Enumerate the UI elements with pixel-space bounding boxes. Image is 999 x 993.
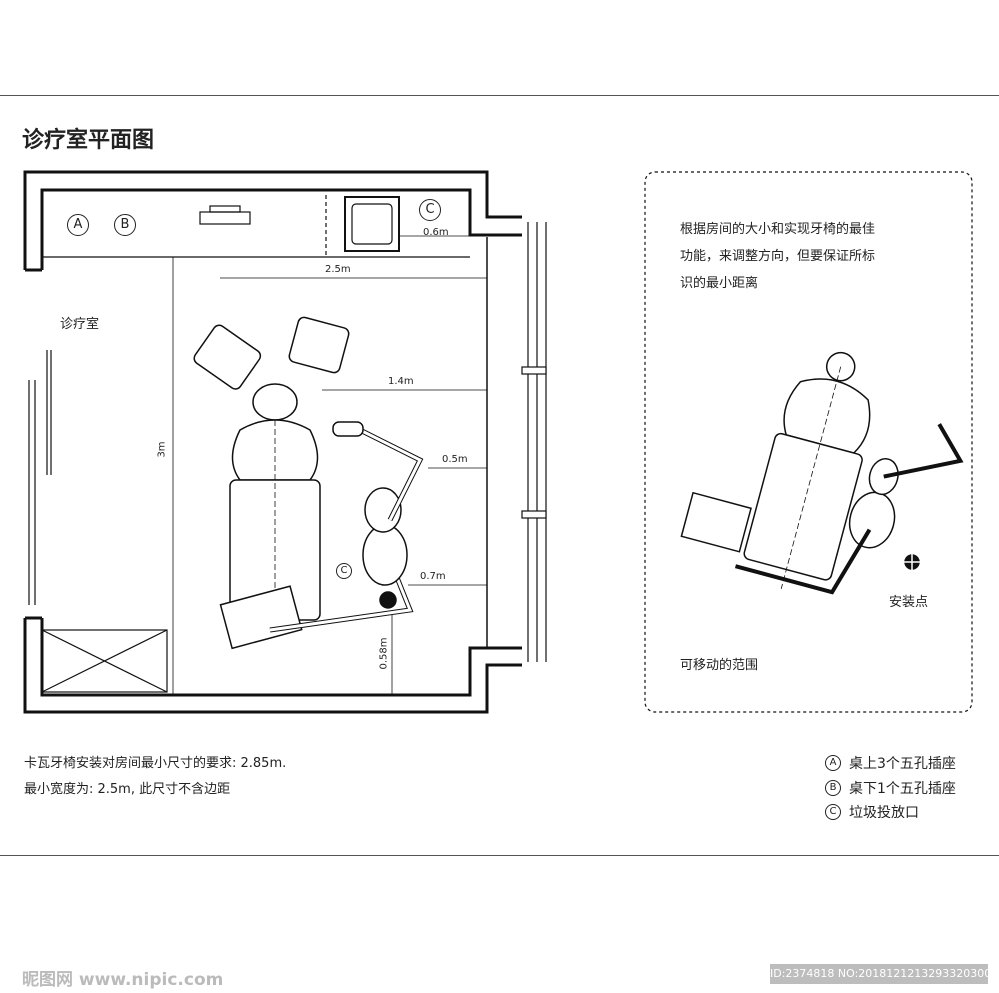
legend-item-c: C 垃圾投放口 [825,800,956,824]
marker-c-trash: C [336,563,352,579]
note-min-size: 卡瓦牙椅安装对房间最小尺寸的要求: 2.85m. [24,756,287,771]
watermark-id: ID:2374818 NO:20181212132933203000 [770,964,998,984]
dimension-lines [172,235,487,695]
panel-desc-3: 识的最小距离 [680,276,759,291]
legend-label: 桌上3个五孔插座 [849,756,956,772]
install-point-label: 安装点 [889,595,929,610]
marker-b: B [114,214,136,236]
marker-c-icon: C [825,804,841,820]
marker-a: A [67,214,89,236]
watermark-site: 昵图网 www.nipic.com [22,970,224,990]
dim-unit-wall: 0.7m [420,571,446,582]
dim-chair-wall: 1.4m [388,376,414,387]
dental-chair [219,383,424,650]
legend: A 桌上3个五孔插座 B 桌下1个五孔插座 C 垃圾投放口 [825,750,956,824]
door [28,350,52,605]
counter [41,190,470,258]
room-label: 诊疗室 [60,317,100,332]
window [521,222,547,662]
dim-arm-wall: 0.5m [442,454,468,465]
legend-item-a: A 桌上3个五孔插座 [825,750,956,776]
top-divider [0,95,999,96]
dim-width: 2.5m [325,264,351,275]
legend-label: 垃圾投放口 [849,805,919,821]
install-point-icon [900,550,924,574]
panel-desc-2: 功能，来调整方向，但要保证所标 [680,249,876,264]
marker-b-icon: B [825,780,841,796]
note-min-width: 最小宽度为: 2.5m, 此尺寸不含边距 [24,782,231,797]
movable-range-label: 可移动的范围 [680,658,759,673]
page-title: 诊疗室平面图 [22,128,155,153]
legend-label: 桌下1个五孔插座 [849,781,956,797]
marker-c: C [419,199,441,221]
storage-box [41,629,168,693]
panel-desc-1: 根据房间的大小和实现牙椅的最佳 [680,222,876,237]
dim-unit-back: 0.58m [378,637,390,670]
movable-range-box [644,171,973,713]
dim-depth: 3m [156,441,168,458]
stools [193,316,350,390]
legend-item-b: B 桌下1个五孔插座 [825,776,956,800]
marker-a-icon: A [825,755,841,771]
bottom-divider [0,855,999,856]
dim-sink-gap: 0.6m [423,227,449,238]
dental-chair-rotated [680,351,964,595]
